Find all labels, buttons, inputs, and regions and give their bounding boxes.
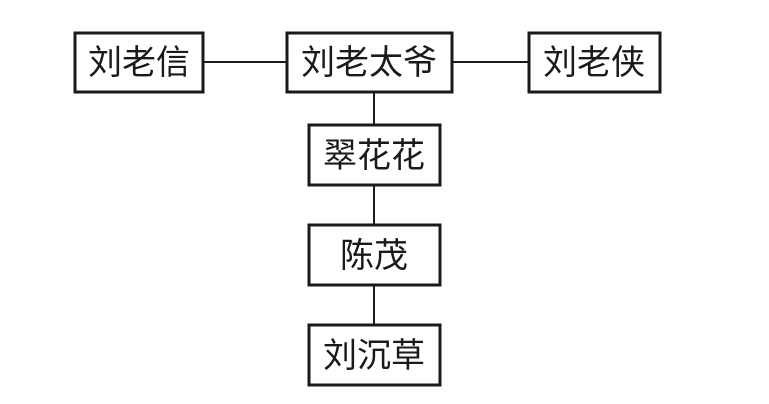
node-label-liu-chencao: 刘沉草 xyxy=(323,336,425,376)
node-label-chen-mao: 陈茂 xyxy=(340,236,408,276)
node-label-cui-huahua: 翠花花 xyxy=(323,136,425,176)
node-chen-mao: 陈茂 xyxy=(307,223,442,287)
node-liu-laoxin: 刘老信 xyxy=(73,31,205,94)
node-liu-laotaiye: 刘老太爷 xyxy=(285,31,454,94)
node-label-liu-laotaiye: 刘老太爷 xyxy=(301,43,437,83)
node-label-liu-laoxia: 刘老侠 xyxy=(543,43,645,83)
node-label-liu-laoxin: 刘老信 xyxy=(88,43,190,83)
node-liu-chencao: 刘沉草 xyxy=(307,323,442,387)
node-cui-huahua: 翠花花 xyxy=(307,123,442,187)
node-liu-laoxia: 刘老侠 xyxy=(527,31,662,94)
